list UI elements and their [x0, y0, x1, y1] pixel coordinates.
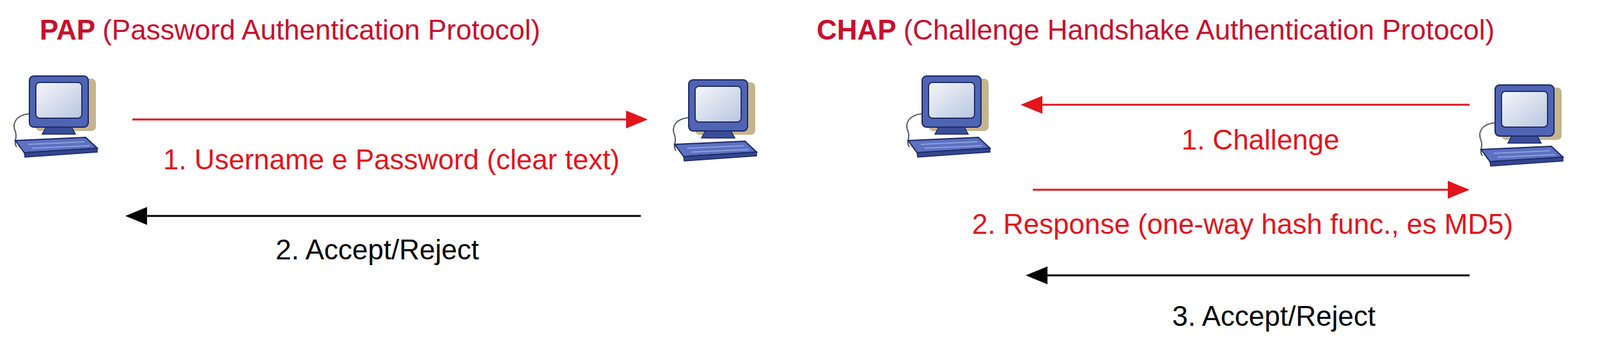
computer-node	[8, 75, 103, 159]
protocol-acronym: PAP	[39, 14, 96, 47]
computer-icon	[8, 75, 103, 159]
message-label: 1. Challenge	[1178, 124, 1342, 157]
message-arrow	[132, 110, 648, 129]
computer-icon	[901, 75, 996, 159]
message-label: 1. Username e Password (clear text)	[160, 143, 623, 177]
message-label: 2. Accept/Reject	[273, 234, 482, 267]
protocol-acronym: CHAP	[816, 14, 897, 47]
protocol-name: (Password Authentication Protocol)	[102, 14, 541, 47]
section-title: CHAP(Challenge Handshake Authentication …	[816, 14, 1495, 47]
computer-node	[668, 79, 762, 163]
section-title: PAP(Password Authentication Protocol)	[39, 14, 541, 47]
computer-icon	[1474, 84, 1569, 168]
computer-node	[1474, 84, 1569, 168]
computer-icon	[668, 79, 762, 163]
message-arrow	[125, 207, 641, 226]
message-arrow	[1025, 266, 1470, 285]
message-arrow	[1032, 180, 1470, 199]
message-arrow	[1020, 95, 1470, 114]
message-label: 2. Response (one-way hash func., es MD5)	[969, 208, 1516, 242]
computer-node	[901, 75, 996, 159]
protocol-name: (Challenge Handshake Authentication Prot…	[903, 14, 1496, 47]
message-label: 3. Accept/Reject	[1169, 300, 1379, 334]
